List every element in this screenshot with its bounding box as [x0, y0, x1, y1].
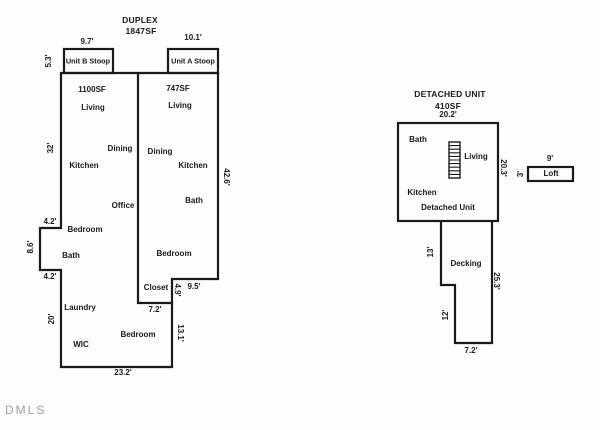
unit-b-laundry-label: Laundry	[64, 303, 96, 312]
unit-b-bump-left-dim: 8.6'	[26, 240, 35, 254]
decking-lower-left-dim: 12'	[441, 309, 450, 321]
stoop-b-depth-dim: 5.3'	[44, 54, 53, 68]
unit-a-closet-label: Closet	[143, 283, 169, 292]
unit-a-sqft: 747SF	[166, 84, 190, 93]
detached-unit-label: Detached Unit	[421, 203, 475, 212]
detached-title: DETACHED UNIT	[414, 88, 486, 99]
unit-b-living-label: Living	[81, 103, 105, 112]
decking-bottom-dim: 7.2'	[464, 346, 478, 355]
unit-b-bath-label: Bath	[62, 251, 80, 260]
unit-b-wic-label: WIC	[73, 340, 89, 349]
detached-living-label: Living	[464, 152, 488, 161]
unit-a-lower-right-dim: 13.1'	[176, 324, 185, 342]
duplex-title: DUPLEX	[122, 14, 158, 25]
detached-bath-label: Bath	[409, 135, 427, 144]
unit-a-closet-bottom-dim: 7.2'	[148, 305, 162, 314]
unit-a-bedroom-label: Bedroom	[156, 249, 192, 258]
unit-b-lower-left-dim: 20'	[47, 313, 56, 325]
duplex-outline	[38, 71, 220, 369]
unit-b-sqft: 1100SF	[78, 85, 106, 94]
decking-right-dim: 25.3'	[492, 272, 501, 290]
unit-b-dining-label: Dining	[107, 144, 133, 153]
detached-sqft: 410SF	[434, 100, 462, 111]
unit-a-right-dim: 42.6'	[222, 168, 231, 186]
stoop-a-label: Unit A Stoop	[171, 56, 215, 66]
decking-outline	[439, 221, 494, 345]
unit-b-bump-bottom-dim: 4.2'	[43, 272, 57, 281]
unit-b-kitchen-label: Kitchen	[69, 161, 99, 170]
stoop-a-width-dim: 10.1'	[184, 33, 202, 42]
unit-b-bottom-dim: 23.2'	[114, 368, 132, 377]
loft-label: Loft	[543, 169, 559, 178]
unit-b-bedroom1-label: Bedroom	[67, 225, 103, 234]
detached-outline	[396, 121, 500, 223]
loft-height-dim: 3'	[516, 170, 525, 178]
dmls-watermark: DMLS	[5, 403, 47, 417]
unit-b-office-label: Office	[111, 201, 135, 210]
stoop-b-label: Unit B Stoop	[65, 56, 111, 66]
unit-a-dining-label: Dining	[147, 147, 173, 156]
unit-b-bump-top-dim: 4.2'	[43, 217, 57, 226]
unit-divider-wall	[136, 73, 172, 305]
unit-a-notch-width-dim: 9.5'	[187, 282, 201, 291]
detached-top-dim: 20.2'	[439, 110, 457, 119]
decking-label: Decking	[450, 259, 482, 268]
stairs-icon	[448, 141, 461, 179]
unit-a-notch-height-dim: 4.9'	[173, 283, 182, 297]
unit-b-left-dim: 32'	[46, 142, 55, 154]
decking-upper-left-dim: 13'	[426, 246, 435, 258]
unit-a-bath-label: Bath	[185, 196, 203, 205]
stoop-b-width-dim: 9.7'	[80, 37, 94, 46]
unit-a-living-label: Living	[168, 101, 192, 110]
loft-outline	[526, 165, 575, 183]
unit-a-kitchen-label: Kitchen	[178, 161, 208, 170]
unit-b-bedroom2-label: Bedroom	[120, 330, 156, 339]
detached-kitchen-label: Kitchen	[407, 188, 437, 197]
loft-width-dim: 9'	[546, 154, 554, 163]
detached-right-dim: 20.3'	[499, 159, 508, 177]
duplex-sqft: 1847SF	[125, 25, 157, 36]
